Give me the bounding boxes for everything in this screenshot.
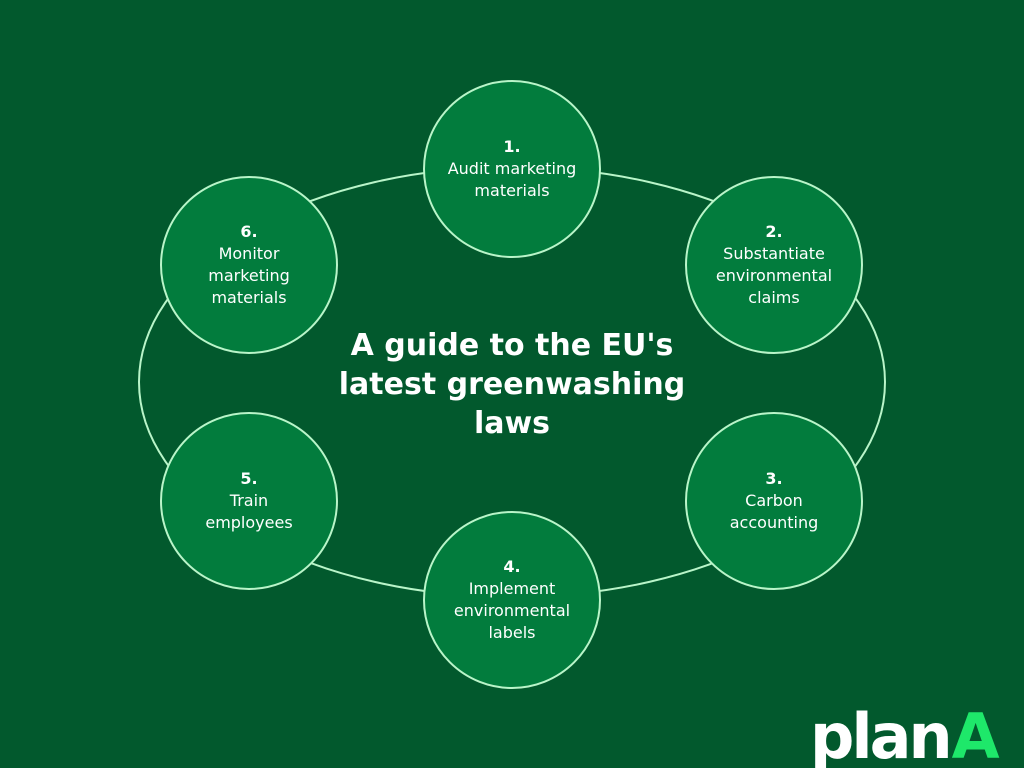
step-2-number: 2.: [765, 222, 783, 241]
step-2-label: Substantiate environmental claims: [715, 244, 833, 307]
step-6-circle: 6. Monitor marketing materials: [160, 176, 338, 354]
step-5-label: Train employees: [205, 491, 293, 532]
step-1-label: Audit marketing materials: [447, 159, 577, 200]
step-3-circle: 3. Carbon accounting: [685, 412, 863, 590]
diagram-title: A guide to the EU's latest greenwashing …: [338, 328, 686, 441]
step-5-number: 5.: [240, 469, 258, 488]
step-4-number: 4.: [503, 557, 521, 576]
logo-plan-text: plan: [810, 700, 953, 768]
step-2-circle: 2. Substantiate environmental claims: [685, 176, 863, 354]
logo-a-text: A: [951, 700, 1000, 768]
step-4-circle: 4. Implement environmental labels: [423, 511, 601, 689]
step-1-circle: 1. Audit marketing materials: [423, 80, 601, 258]
step-6-number: 6.: [240, 222, 258, 241]
step-3-label: Carbon accounting: [729, 491, 819, 532]
step-3-number: 3.: [765, 469, 783, 488]
step-6-label: Monitor marketing materials: [208, 244, 290, 307]
step-5-circle: 5. Train employees: [160, 412, 338, 590]
step-1-number: 1.: [503, 137, 521, 156]
step-4-label: Implement environmental labels: [453, 579, 571, 642]
